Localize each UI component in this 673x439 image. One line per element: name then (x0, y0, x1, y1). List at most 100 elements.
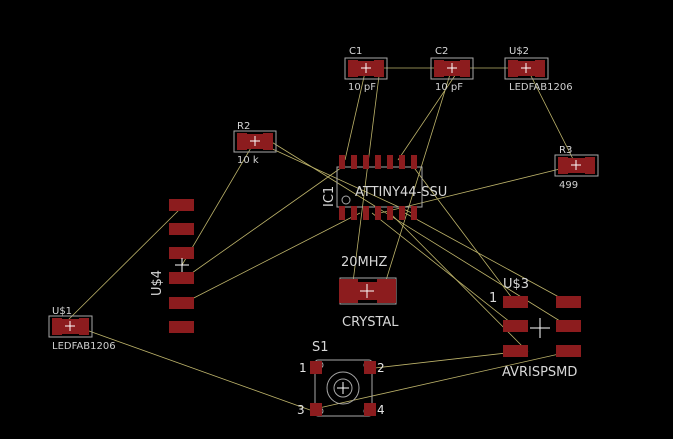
ic1-pad[interactable] (399, 206, 405, 220)
airwire (181, 212, 361, 305)
ic1-pad[interactable] (411, 206, 417, 220)
airwire (397, 67, 461, 161)
ic1-pad[interactable] (339, 155, 345, 169)
u1-pad-2[interactable] (79, 318, 89, 335)
u3-pad[interactable] (556, 296, 581, 308)
u2-value-label: LEDFAB1206 (509, 82, 573, 93)
s1-outline (314, 359, 373, 417)
ic1-pad[interactable] (351, 155, 357, 169)
r3-pad-1[interactable] (558, 157, 568, 174)
airwire (181, 140, 256, 266)
isp-header-u3[interactable]: U$3 1 AVRISPSMD (489, 277, 581, 380)
airwire (269, 140, 569, 327)
led-u1[interactable]: U$1 LEDFAB1206 (48, 306, 116, 352)
airwire (382, 67, 453, 291)
u4-name-label: U$4 (150, 270, 165, 296)
airwire (379, 164, 577, 214)
c1-name-label: C1 (349, 46, 362, 57)
ic1-pad[interactable] (363, 155, 369, 169)
c1-pad-1[interactable] (348, 60, 358, 77)
r2-pad-1[interactable] (237, 133, 247, 150)
s1-pin-4-label: 4 (377, 403, 385, 417)
u4-pad[interactable] (169, 297, 194, 309)
r3-pad-2[interactable] (585, 157, 595, 174)
s1-pad-2[interactable] (364, 361, 376, 374)
c1-pad-2[interactable] (374, 60, 384, 77)
u4-pad[interactable] (169, 199, 194, 211)
r3-value-label: 499 (559, 180, 578, 191)
airwire (411, 164, 516, 303)
u2-pad-1[interactable] (508, 60, 518, 77)
c1-value-label: 10 pF (348, 82, 376, 93)
ic1-pad[interactable] (375, 206, 381, 220)
airwire (61, 206, 183, 327)
airwire (526, 67, 577, 166)
ic1-pad[interactable] (387, 206, 393, 220)
u3-pad[interactable] (503, 320, 528, 332)
u4-pad[interactable] (169, 223, 194, 235)
airwire (351, 67, 381, 291)
crystal-pad-1[interactable] (339, 279, 358, 303)
u3-pin1-label: 1 (489, 291, 497, 306)
u1-pad-1[interactable] (52, 318, 62, 335)
ic1-pad[interactable] (411, 155, 417, 169)
ic1-value-label: ATTINY44-SSU (355, 185, 447, 200)
airwire (181, 164, 346, 281)
ic1-pad[interactable] (375, 155, 381, 169)
u3-pad[interactable] (556, 345, 581, 357)
airwire (254, 140, 413, 214)
u3-pad[interactable] (556, 320, 581, 332)
s1-button-ring (326, 371, 360, 405)
r2-value-label: 10 k (237, 155, 259, 166)
r2-outline (233, 130, 277, 153)
r2-pad-2[interactable] (263, 133, 273, 150)
ic1-pad[interactable] (351, 206, 357, 220)
ic1-name-label: IC1 (322, 186, 337, 207)
u1-name-label: U$1 (52, 306, 72, 317)
ic1-pad[interactable] (339, 206, 345, 220)
header-u4[interactable]: U$4 (150, 199, 194, 333)
capacitor-c2[interactable]: C2 10 pF (430, 46, 474, 93)
u4-pad[interactable] (169, 247, 194, 259)
s1-pad-3[interactable] (310, 403, 322, 416)
c2-pad-2[interactable] (460, 60, 470, 77)
s1-name-label: S1 (312, 340, 329, 355)
s1-pin-2-label: 2 (377, 361, 385, 375)
ic1-pad[interactable] (399, 155, 405, 169)
s1-pad-1[interactable] (310, 361, 322, 374)
resistor-r2[interactable]: R2 10 k (233, 121, 277, 166)
airwire (371, 212, 516, 327)
capacitor-c1[interactable]: C1 10 pF (344, 46, 388, 93)
u3-pad[interactable] (503, 296, 528, 308)
led-u2[interactable]: U$2 LEDFAB1206 (504, 46, 573, 93)
ic-attiny44[interactable]: IC1 ATTINY44-SSU (322, 155, 447, 220)
airwire (404, 212, 569, 303)
crystal-name-label: 20MHZ (341, 255, 388, 270)
r2-name-label: R2 (237, 121, 250, 132)
c1-outline (344, 57, 388, 80)
crystal-pad-2[interactable] (377, 279, 396, 303)
u4-pad[interactable] (169, 272, 194, 284)
u4-pad[interactable] (169, 321, 194, 333)
crystal-20mhz[interactable]: 20MHZ CRYSTAL (339, 255, 399, 330)
crystal-value-label: CRYSTAL (342, 315, 399, 330)
airwires (61, 67, 577, 411)
u3-name-label: U$3 (503, 277, 529, 292)
airwire (344, 67, 367, 161)
u1-outline (48, 315, 93, 338)
u2-pad-2[interactable] (535, 60, 545, 77)
switch-s1[interactable]: S1 1 2 3 4 (297, 340, 385, 417)
ic1-pad[interactable] (363, 206, 369, 220)
u1-value-label: LEDFAB1206 (52, 341, 116, 352)
resistor-r3[interactable]: R3 499 (554, 145, 599, 191)
c2-name-label: C2 (435, 46, 448, 57)
s1-pin-3-label: 3 (297, 403, 305, 417)
r3-outline (554, 154, 599, 177)
c2-pad-1[interactable] (434, 60, 444, 77)
r3-name-label: R3 (559, 145, 572, 156)
ic1-pad[interactable] (387, 155, 393, 169)
s1-pad-4[interactable] (364, 403, 376, 416)
u3-value-label: AVRISPSMD (502, 365, 577, 380)
u3-pad[interactable] (503, 345, 528, 357)
